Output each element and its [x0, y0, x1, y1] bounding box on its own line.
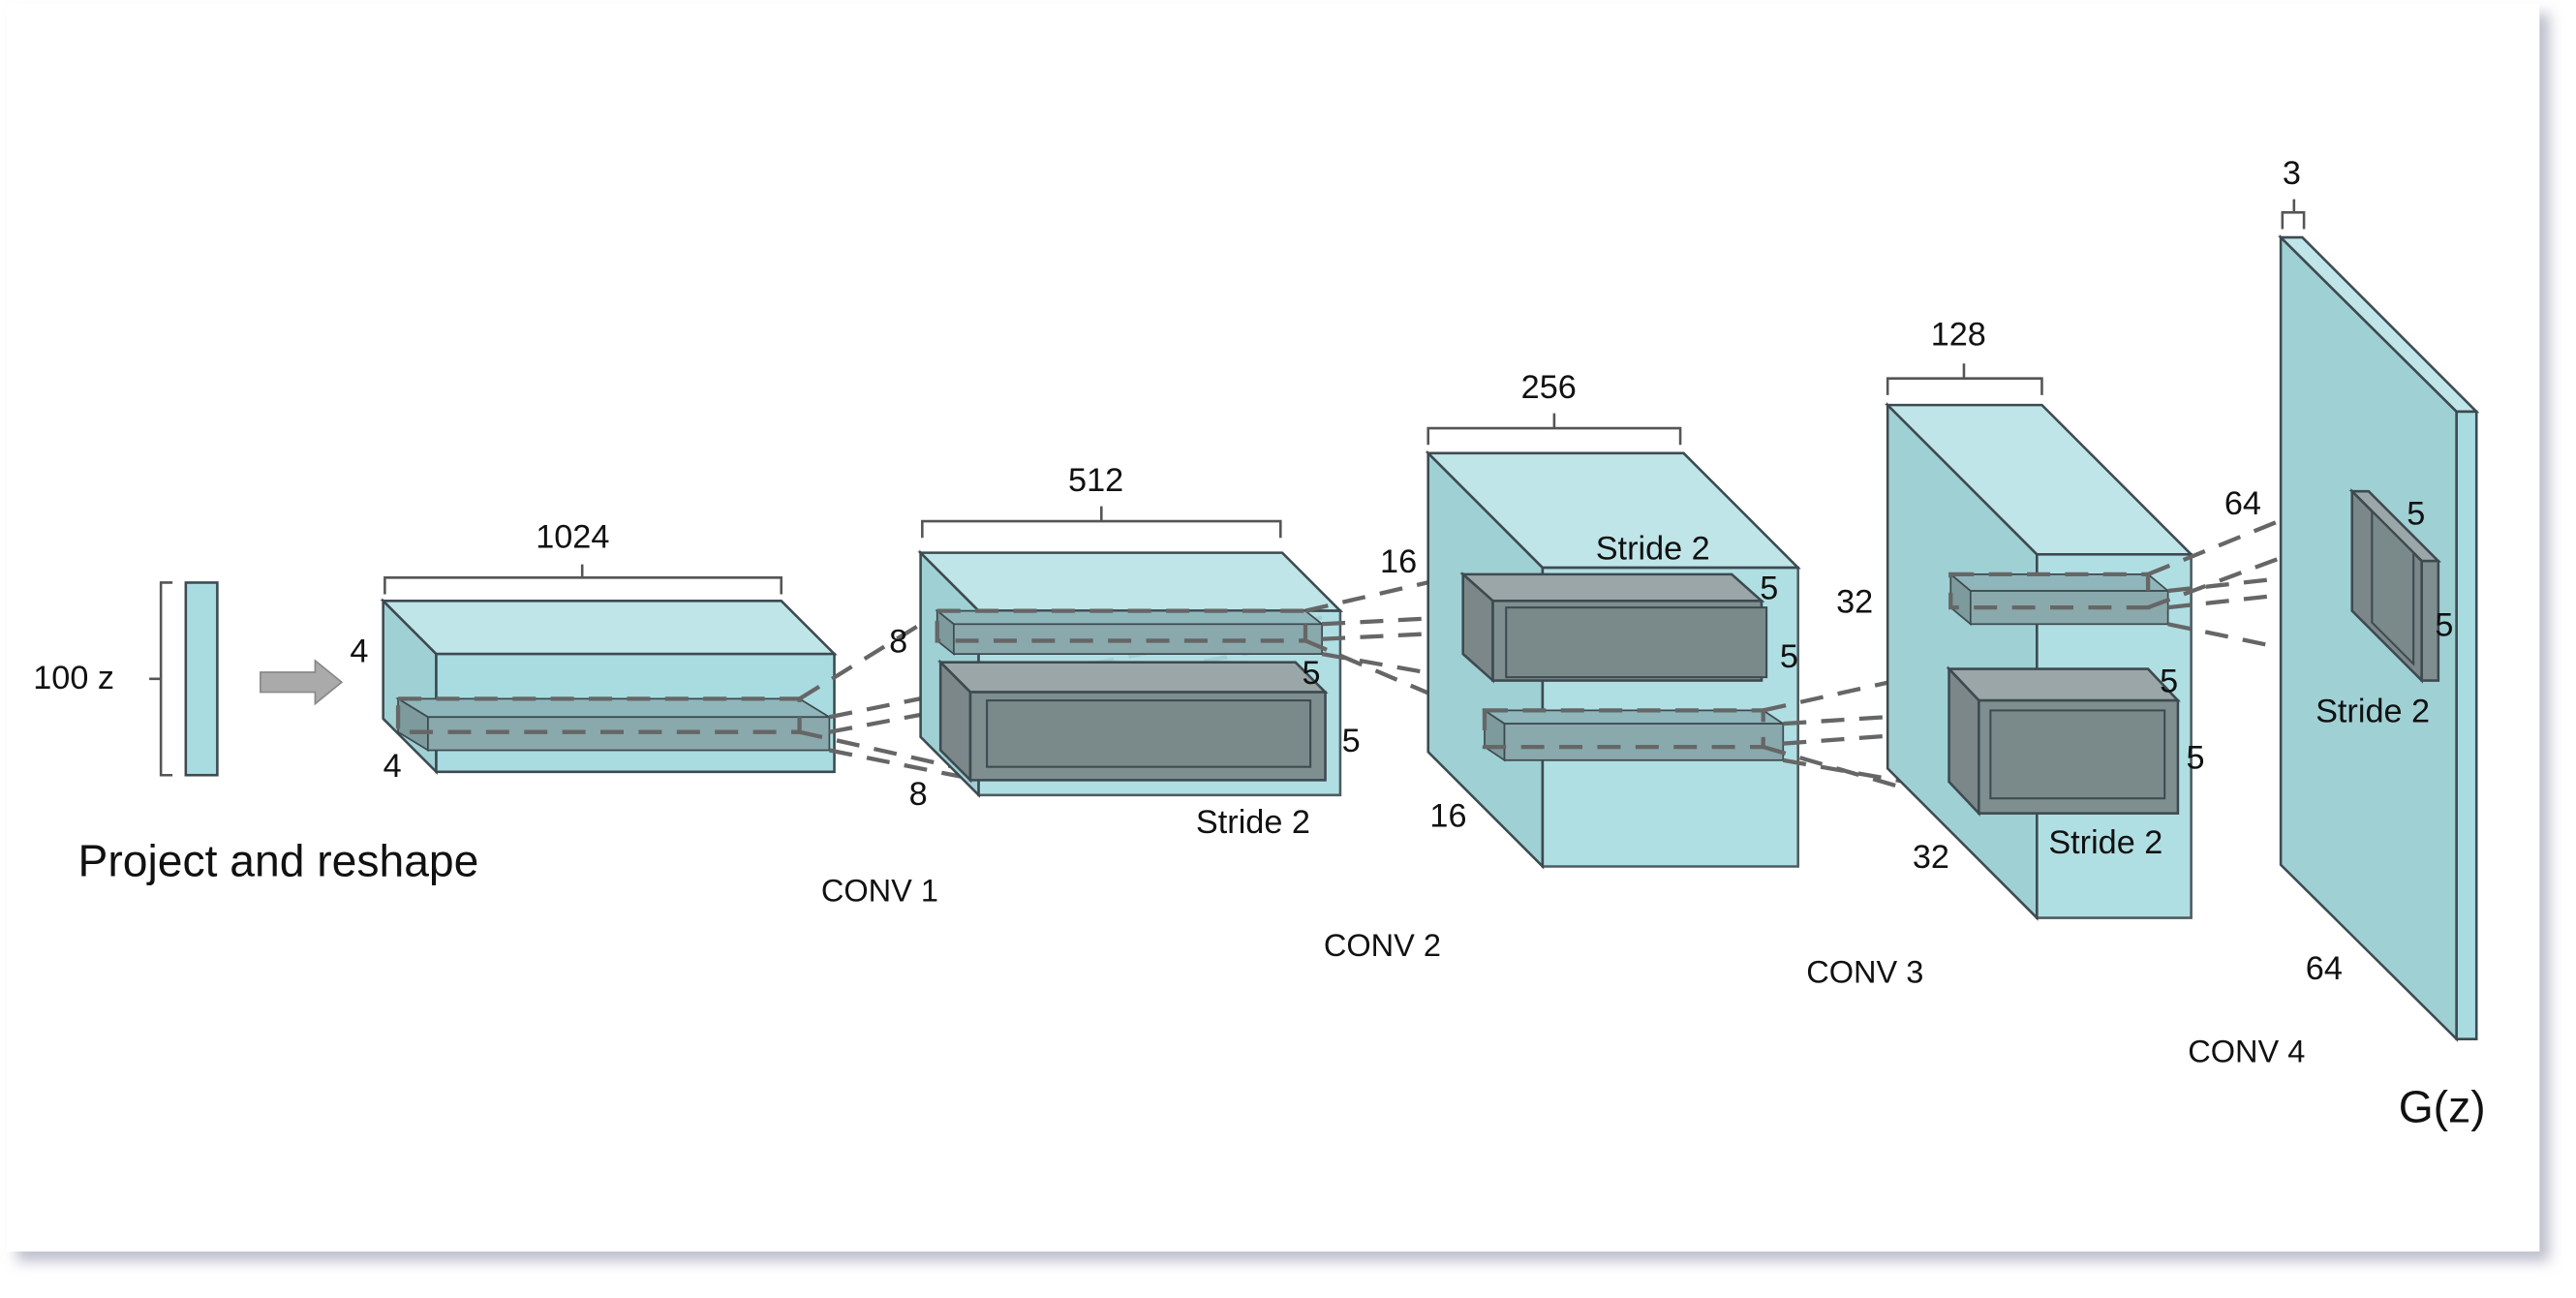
depth-label: 128 [1931, 316, 1986, 353]
stride-label: Stride 2 [2315, 693, 2430, 729]
layer-caption: CONV 4 [2188, 1035, 2305, 1069]
output-label: G(z) [2399, 1081, 2486, 1131]
height-label: 4 [350, 634, 368, 670]
kernel-size-label: 5 [1760, 571, 1778, 607]
depth-brace [1426, 413, 1682, 446]
project-caption: Project and reshape [78, 836, 479, 886]
kernel-size-label: 5 [2186, 739, 2204, 776]
stride-label: Stride 2 [2048, 824, 2162, 861]
depth-brace [921, 506, 1282, 539]
depth-label: 1024 [536, 518, 609, 555]
layer-caption: CONV 1 [821, 873, 938, 908]
stride-label: Stride 2 [1596, 530, 1710, 567]
width-label: 8 [909, 776, 928, 813]
input-z-label: 100 z [33, 660, 114, 696]
input-z-block: 100 z Project and reshape [33, 581, 479, 886]
height-label: 32 [1836, 583, 1873, 620]
conv1-kernel [937, 661, 1329, 694]
width-label: 16 [1429, 797, 1466, 834]
width-label: 32 [1913, 839, 1949, 876]
depth-label: 3 [2283, 155, 2301, 192]
input-brace [149, 581, 173, 777]
width-label: 64 [2306, 950, 2343, 987]
stride-label: Stride 2 [1196, 804, 1310, 841]
kernel-size-label: 5 [1342, 723, 1361, 759]
conv2-kernel [1459, 572, 1765, 603]
depth-label: 256 [1521, 369, 1577, 406]
kernel-size-label: 5 [1303, 655, 1321, 692]
conv3-volume: 128 32 32 5 5 Stride 2 CONV 3 [1806, 316, 2204, 989]
project-volume: 1024 4 4 [350, 518, 838, 785]
height-label: 64 [2224, 485, 2261, 522]
height-label: 8 [889, 623, 907, 660]
kernel-size-label: 5 [2160, 664, 2178, 700]
conv1-volume: 512 8 8 5 5 Stride 2 CONV 1 [821, 462, 1361, 908]
width-label: 4 [383, 748, 402, 785]
conv3-kernel [1946, 667, 2181, 702]
layer-caption: CONV 2 [1324, 928, 1441, 963]
conv4-volume: 3 64 64 5 5 Stride 2 CONV 4 [2188, 155, 2480, 1069]
depth-brace [1886, 363, 2043, 395]
depth-brace [383, 564, 783, 595]
layer-caption: CONV 3 [1806, 954, 1923, 989]
conv2-volume: 256 16 16 Stride 2 5 5 CONV 2 [1324, 369, 1801, 963]
arrow-icon [260, 659, 344, 706]
kernel-size-label: 5 [2435, 606, 2453, 643]
depth-label: 512 [1068, 462, 1123, 499]
height-label: 16 [1380, 543, 1417, 580]
input-z-vector [184, 581, 219, 777]
depth-brace [2281, 199, 2306, 230]
kernel-size-label: 5 [2407, 495, 2425, 532]
kernel-size-label: 5 [1780, 638, 1798, 675]
